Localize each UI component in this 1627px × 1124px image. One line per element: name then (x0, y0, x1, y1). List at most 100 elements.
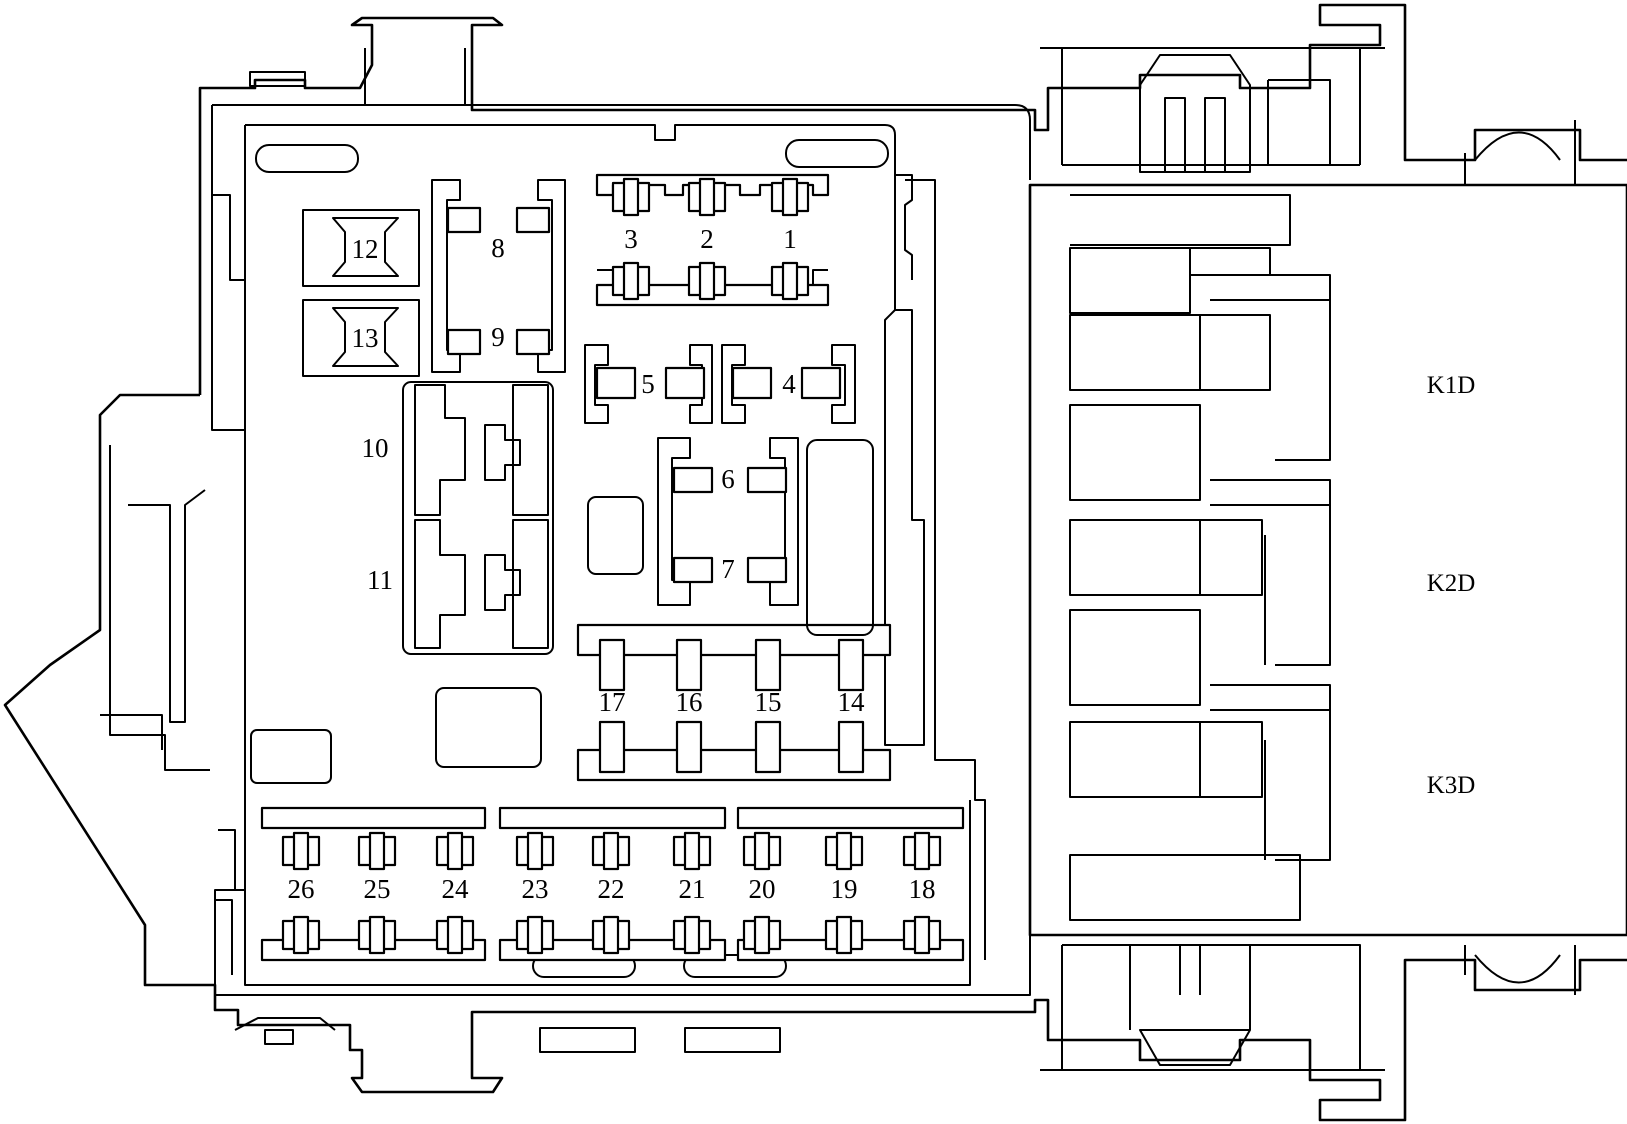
relay-6-pin-right (746, 466, 788, 494)
relay-5-pin-right (664, 366, 706, 400)
relay-housing-block-0 (1069, 314, 1201, 391)
fuse-label-23: 23 (522, 874, 549, 904)
relay-7-pin-right (746, 556, 788, 584)
fuse-label-3: 3 (624, 224, 638, 254)
fuse-18-top (902, 831, 942, 871)
fuse-label-1: 1 (783, 224, 797, 254)
relay-6-pin-left (672, 466, 714, 494)
fuse-22-top-blade (602, 831, 620, 871)
fuse-3-bottom-blade (622, 261, 640, 301)
fuse-24-top-blade (446, 831, 464, 871)
housing-outline (3, 3, 1627, 1122)
fuse-19-top-blade (835, 831, 853, 871)
fuse-25-bottom-blade (368, 915, 386, 955)
relay-label-k1d: K1D (1427, 372, 1476, 399)
fuse-25-top (357, 831, 397, 871)
top-clip (364, 48, 466, 105)
relay-9-pin-right (515, 328, 551, 356)
fuse-18-bottom (902, 915, 942, 955)
fuse-21-top (672, 831, 712, 871)
fuse-2-bottom (687, 261, 727, 301)
fuse-label-7: 7 (721, 554, 735, 584)
fuse-label-18: 18 (909, 874, 936, 904)
fuse-label-2: 2 (700, 224, 714, 254)
fuse-label-14: 14 (838, 687, 866, 717)
fuse-15-lower (754, 720, 782, 774)
housing-clips (1040, 47, 1576, 1071)
fuse-15 (754, 638, 782, 774)
fuse-24-bottom (435, 915, 475, 955)
fuse-23-bottom-blade (526, 915, 544, 955)
fuse-3-top-blade (622, 177, 640, 217)
fuse-20-bottom (742, 915, 782, 955)
fuse-22-top (591, 831, 631, 871)
relay-block-10-11 (402, 381, 554, 655)
fuse-1-top (770, 177, 810, 217)
fuse-label-26: 26 (288, 874, 315, 904)
fuse-24-top (435, 831, 475, 871)
relay-8-pin-left (446, 206, 482, 234)
fuse-23-top-blade (526, 831, 544, 871)
fuse-21-top-blade (683, 831, 701, 871)
fuse-20-bottom-blade (753, 915, 771, 955)
relay-blocks (446, 206, 1301, 921)
fuse-14-lower (837, 720, 865, 774)
fuse-label-21: 21 (679, 874, 706, 904)
fuse-1-bottom (770, 261, 810, 301)
fuse-15-upper (754, 638, 782, 692)
fuse-label-25: 25 (364, 874, 391, 904)
fuse-18-bottom-blade (913, 915, 931, 955)
relay-housing-cap-1 (1199, 519, 1263, 596)
relay-frame-5 (584, 344, 713, 424)
fuse-25-top-blade (368, 831, 386, 871)
relay-housing-block-3 (1069, 609, 1201, 706)
fuse-20-top (742, 831, 782, 871)
relay-7-pin-left (672, 556, 714, 584)
relay-4-pin-right (800, 366, 842, 400)
fuse-23-top (515, 831, 555, 871)
fuse-label-19: 19 (831, 874, 858, 904)
fuse-23-bottom (515, 915, 555, 955)
fuse-label-16: 16 (676, 687, 703, 717)
fuse-19-bottom (824, 915, 864, 955)
fuse-label-5: 5 (641, 369, 655, 399)
fuse-label-8: 8 (491, 233, 505, 263)
fuse-22-bottom (591, 915, 631, 955)
fuse-14 (837, 638, 865, 774)
relay-housing-cap-2 (1199, 721, 1263, 798)
fuse-label-11: 11 (367, 565, 393, 595)
fuse-26-bottom (281, 915, 321, 955)
fuse-26-top-blade (292, 831, 310, 871)
fuse-label-12: 12 (352, 234, 379, 264)
fuse-14-upper (837, 638, 865, 692)
fuse-1-bottom-blade (781, 261, 799, 301)
fuse-blades (281, 177, 942, 955)
fuse-3-top (611, 177, 651, 217)
fuse-20-top-blade (753, 831, 771, 871)
fuse-block-middle (576, 623, 892, 782)
relay-12-13 (302, 209, 420, 377)
fuse-22-bottom-blade (602, 915, 620, 955)
fuse-24-bottom-blade (446, 915, 464, 955)
relay-housing-block-1 (1069, 404, 1201, 501)
fuse-label-6: 6 (721, 464, 735, 494)
fuse-label-24: 24 (442, 874, 470, 904)
fuse-label-17: 17 (599, 687, 626, 717)
relay-label-k2d: K2D (1427, 570, 1476, 597)
relay-5-pin-left (595, 366, 637, 400)
fuse-19-top (824, 831, 864, 871)
fuse-16-lower (675, 720, 703, 774)
fuse-26-top (281, 831, 321, 871)
fuse-16 (675, 638, 703, 774)
fuse-21-bottom (672, 915, 712, 955)
fuse-2-top (687, 177, 727, 217)
fuse-2-top-blade (698, 177, 716, 217)
fuse-label-10: 10 (362, 433, 389, 463)
relay-label-k3d: K3D (1427, 772, 1476, 799)
blank-slots (250, 439, 874, 784)
relay-labels: K1D K2D K3D (1427, 372, 1476, 799)
fuse-label-15: 15 (755, 687, 782, 717)
fuse-25-bottom (357, 915, 397, 955)
fuse-19-bottom-blade (835, 915, 853, 955)
